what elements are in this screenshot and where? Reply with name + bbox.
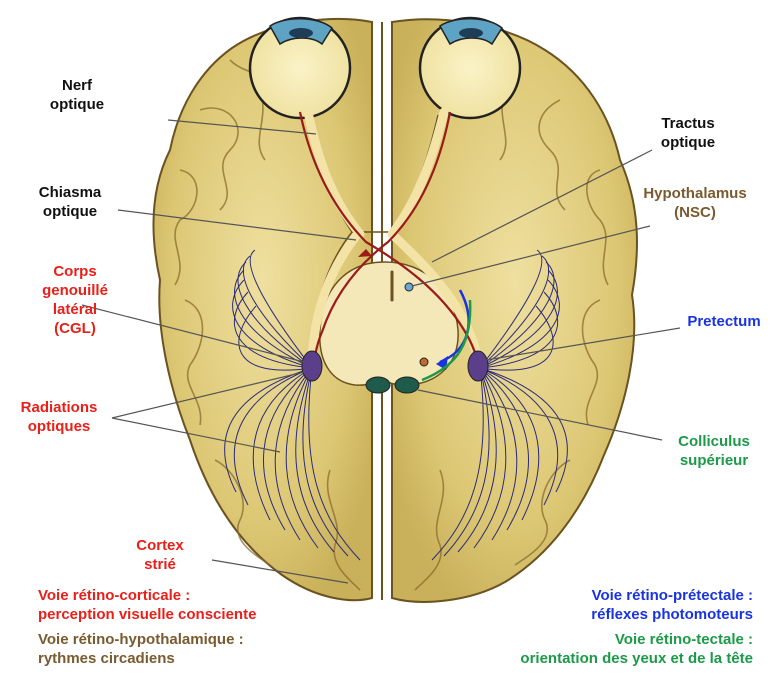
label-colliculus: Colliculus supérieur	[662, 432, 766, 470]
label-line: optique	[32, 95, 122, 114]
label-line: Chiasma	[20, 183, 120, 202]
legend-line: perception visuelle consciente	[38, 605, 256, 624]
label-hypothalamus: Hypothalamus (NSC)	[632, 184, 758, 222]
legend-line: Voie rétino-hypothalamique :	[38, 630, 244, 649]
label-cortex: Cortex strié	[110, 536, 210, 574]
label-line: Colliculus	[662, 432, 766, 451]
label-chiasma-optique: Chiasma optique	[20, 183, 120, 221]
label-line: optique	[640, 133, 736, 152]
legend-line: réflexes photomoteurs	[591, 605, 753, 624]
colliculus-right	[395, 377, 419, 393]
legend-retino-tectale: Voie rétino-tectale : orientation des ye…	[520, 630, 753, 668]
label-line: Corps	[30, 262, 120, 281]
label-pretectum: Pretectum	[672, 312, 776, 331]
label-line: genouillé	[30, 281, 120, 300]
left-eye	[250, 18, 350, 118]
legend-line: Voie rétino-tectale :	[520, 630, 753, 649]
label-tractus-optique: Tractus optique	[640, 114, 736, 152]
label-cgl: Corps genouillé latéral (CGL)	[30, 262, 120, 338]
legend-line: Voie rétino-corticale :	[38, 586, 256, 605]
label-line: Hypothalamus	[632, 184, 758, 203]
label-line: Cortex	[110, 536, 210, 555]
legend-retino-corticale: Voie rétino-corticale : perception visue…	[38, 586, 256, 624]
legend-line: Voie rétino-prétectale :	[591, 586, 753, 605]
legend-line: rythmes circadiens	[38, 649, 244, 668]
label-line: Nerf	[32, 76, 122, 95]
label-line: supérieur	[662, 451, 766, 470]
label-line: (NSC)	[632, 203, 758, 222]
lgn-left	[302, 351, 322, 381]
label-nerf-optique: Nerf optique	[32, 76, 122, 114]
label-line: optique	[20, 202, 120, 221]
label-line: (CGL)	[30, 319, 120, 338]
label-line: latéral	[30, 300, 120, 319]
label-line: Pretectum	[672, 312, 776, 331]
label-line: strié	[110, 555, 210, 574]
label-radiations: Radiations optiques	[6, 398, 112, 436]
colliculus-left	[366, 377, 390, 393]
pretectum-dot	[420, 358, 428, 366]
right-eye	[420, 18, 520, 118]
nsc-dot	[405, 283, 413, 291]
label-line: optiques	[6, 417, 112, 436]
lgn-right	[468, 351, 488, 381]
legend-line: orientation des yeux et de la tête	[520, 649, 753, 668]
label-line: Radiations	[6, 398, 112, 417]
label-line: Tractus	[640, 114, 736, 133]
legend-retino-hypothalamique: Voie rétino-hypothalamique : rythmes cir…	[38, 630, 244, 668]
legend-retino-pretectale: Voie rétino-prétectale : réflexes photom…	[591, 586, 753, 624]
